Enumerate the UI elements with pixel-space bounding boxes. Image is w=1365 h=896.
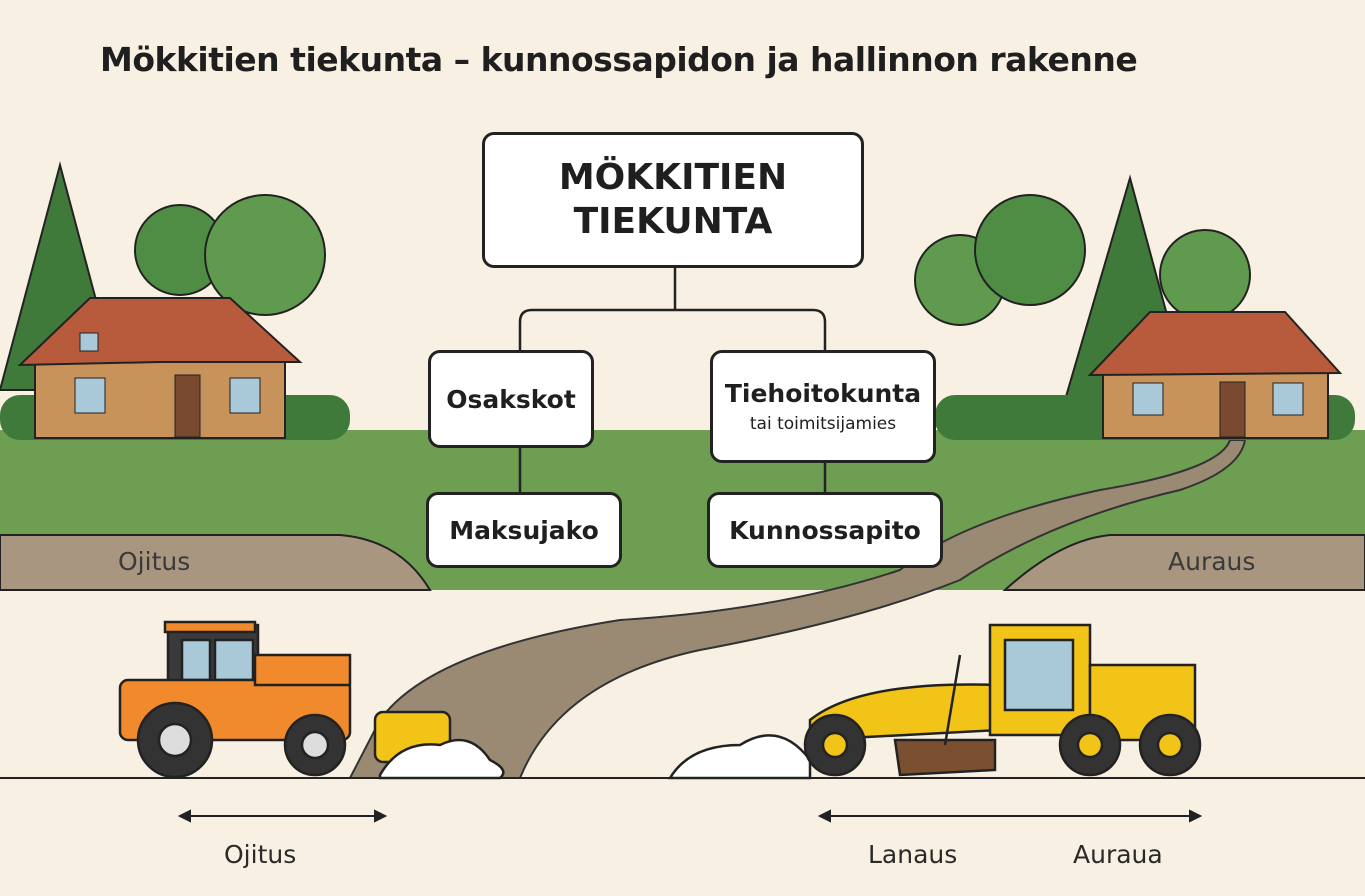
- org-root-box: MÖKKITIEN TIEKUNTA: [482, 132, 864, 268]
- org-box-label: Maksujako: [449, 515, 599, 545]
- ditch-strip-right: [1002, 534, 1365, 591]
- road-grader: [667, 623, 1202, 780]
- ditch-label-left: Ojitus: [118, 547, 191, 576]
- bottom-label-auraua: Auraua: [1073, 840, 1163, 869]
- bottom-label-lanaus: Lanaus: [868, 840, 958, 869]
- bottom-label-ojitus: Ojitus: [224, 840, 297, 869]
- page-title: Mökkitien tiekunta – kunnossapidon ja ha…: [100, 40, 1138, 79]
- org-connectors: [518, 268, 827, 492]
- house-left: [17, 297, 303, 439]
- org-box-sublabel: tai toimitsijamies: [749, 414, 897, 434]
- org-box-osakkaat: Osakskot: [428, 350, 594, 448]
- org-box-maksujako: Maksujako: [426, 492, 622, 568]
- org-box-label: Tiehoitokunta: [724, 379, 922, 408]
- org-root-line2: TIEKUNTA: [573, 201, 773, 242]
- org-root-line1: MÖKKITIEN: [558, 157, 788, 198]
- house-right: [1087, 311, 1343, 439]
- org-box-label: Osakskot: [446, 384, 576, 414]
- org-box-kunnossapito: Kunnossapito: [707, 492, 943, 568]
- ditch-label-right: Auraus: [1168, 547, 1256, 576]
- org-box-tiehoitokunta: Tiehoitokunta tai toimitsijamies: [710, 350, 936, 463]
- org-box-label: Kunnossapito: [729, 515, 921, 545]
- span-arrows: [177, 809, 1203, 823]
- ditch-strip-left: [0, 534, 432, 591]
